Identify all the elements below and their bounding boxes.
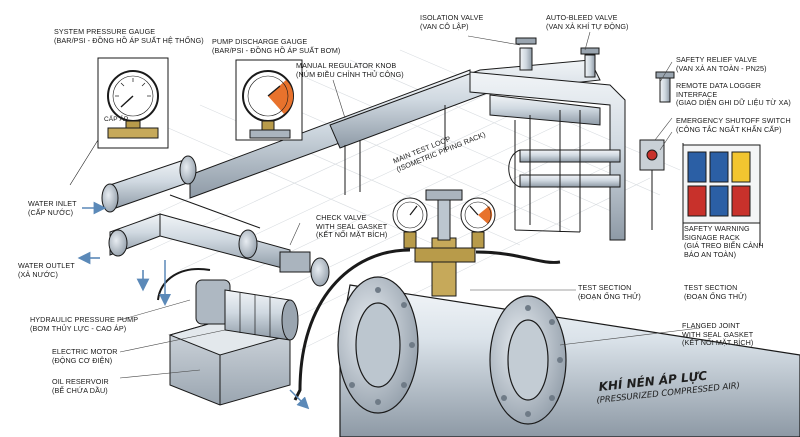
pump-gauge-inset <box>235 59 303 141</box>
system-gauge-label: System Pressure Gauge (bar/psi - Đồng hồ… <box>54 27 204 45</box>
check-valve-title-2: With Seal Gasket <box>316 221 388 231</box>
water-inlet-title: Water Inlet <box>28 199 77 208</box>
auto-bleed-title: Auto-Bleed Valve <box>546 13 618 22</box>
signage-subtitle-2: báo an toàn) <box>684 249 737 259</box>
flow-arrows <box>77 201 150 292</box>
regulator-title: Manual Regulator Knob <box>296 61 397 70</box>
data-logger-title: Remote Data Logger <box>676 81 761 90</box>
system-gauge-subtitle: (bar/psi - Đồng hồ áp suất hệ thống) <box>54 35 204 45</box>
signage-title-2: Signage Rack <box>684 232 740 242</box>
reservoir-title: Oil Reservoir <box>52 377 109 386</box>
gauge-inset-label: CẤP ÁP <box>104 116 129 123</box>
flanged-joint-label: Flanged Joint With Seal Gasket (Kết nối … <box>682 321 754 348</box>
regulator-subtitle: (Núm điều chỉnh thủ công) <box>296 69 404 79</box>
check-valve-title: Check Valve <box>316 213 367 222</box>
reservoir-label: Oil Reservoir (Bể chứa dầu) <box>52 377 109 395</box>
control-box <box>639 139 665 230</box>
test-section-pipe <box>337 276 800 437</box>
signage-title: Safety Warning <box>684 224 750 233</box>
safety-relief-label: Safety Relief Valve (Van xả an toàn - PN… <box>676 55 767 73</box>
system-gauge-inset <box>69 57 169 186</box>
flanged-joint-title: Flanged Joint <box>682 321 741 330</box>
signage-subtitle: (Giá treo biển cảnh <box>684 241 764 251</box>
pump-skid <box>157 260 310 410</box>
reservoir-subtitle: (Bể chứa dầu) <box>52 385 108 395</box>
check-valve-label: Check Valve With Seal Gasket (Kết nối mặ… <box>316 213 388 240</box>
safety-relief-title: Safety Relief Valve <box>676 55 757 64</box>
data-logger-title-2: Interface <box>676 89 718 99</box>
pump-gauge-title: Pump Discharge Gauge <box>212 37 308 46</box>
test-section-label-2: Test Section (Đoạn ống thử) <box>684 283 747 301</box>
auto-bleed-label: Auto-Bleed Valve (Van xả khí tự động) <box>546 13 629 31</box>
pump-label: Hydraulic Pressure Pump (Bơm thủy lực - … <box>30 315 139 333</box>
pump-title: Hydraulic Pressure Pump <box>30 315 139 324</box>
isolation-valve-subtitle: (Van cô lập) <box>420 21 469 31</box>
water-inlet-label: Water Inlet (Cấp nước) <box>28 199 77 217</box>
water-outlet-subtitle: (Xả nước) <box>18 269 58 279</box>
test-section-label-1: Test Section (Đoạn ống thử) <box>578 283 641 301</box>
test-section-1-title: Test Section <box>578 283 632 292</box>
sign-rack <box>682 143 761 245</box>
motor-title: Electric Motor <box>52 347 118 356</box>
pump-subtitle: (Bơm thủy lực - Cao áp) <box>30 323 127 333</box>
pump-gauge-subtitle: (bar/psi - Đồng hồ áp suất bơm) <box>212 45 341 55</box>
water-inlet-subtitle: (Cấp nước) <box>28 207 74 217</box>
safety-relief-subtitle: (Van xả an toàn - PN25) <box>676 63 767 73</box>
emergency-subtitle: (Công tắc ngắt khẩn cấp) <box>676 124 782 134</box>
isolation-valve-label: Isolation Valve (Van cô lập) <box>420 13 484 31</box>
data-logger-label: Remote Data Logger Interface (Giao diện … <box>676 81 791 108</box>
isolation-valve-title: Isolation Valve <box>420 13 484 22</box>
gauge-manifold <box>293 189 561 401</box>
test-section-2-subtitle: (Đoạn ống thử) <box>684 291 747 301</box>
leader-lines <box>119 31 701 379</box>
emergency-label: Emergency Shutoff Switch (Công tắc ngắt … <box>676 116 791 134</box>
flanged-joint-title-2: With Seal Gasket <box>682 329 754 339</box>
water-outlet-label: Water Outlet (Xả nước) <box>18 261 75 279</box>
inlet-outlet-piping <box>101 155 330 287</box>
pump-gauge-label: Pump Discharge Gauge (bar/psi - Đồng hồ … <box>212 37 341 55</box>
system-gauge-title: System Pressure Gauge <box>54 27 156 36</box>
test-section-2-title: Test Section <box>684 283 738 292</box>
water-outlet-title: Water Outlet <box>18 261 75 270</box>
check-valve-subtitle: (Kết nối mặt bích) <box>316 230 388 240</box>
motor-subtitle: (Động cơ điện) <box>52 355 113 365</box>
motor-label: Electric Motor (Động cơ điện) <box>52 347 118 365</box>
test-section-1-subtitle: (Đoạn ống thử) <box>578 291 641 301</box>
regulator-label: Manual Regulator Knob (Núm điều chỉnh th… <box>296 61 404 79</box>
emergency-title: Emergency Shutoff Switch <box>676 116 791 125</box>
main-test-loop <box>189 37 675 241</box>
flanged-joint-subtitle: (Kết nối mặt bích) <box>682 338 754 348</box>
signage-label: Safety Warning Signage Rack (Giá treo bi… <box>684 224 764 259</box>
auto-bleed-subtitle: (Van xả khí tự động) <box>546 21 629 31</box>
data-logger-subtitle: (Giao diện ghi dữ liệu từ xa) <box>676 98 791 108</box>
